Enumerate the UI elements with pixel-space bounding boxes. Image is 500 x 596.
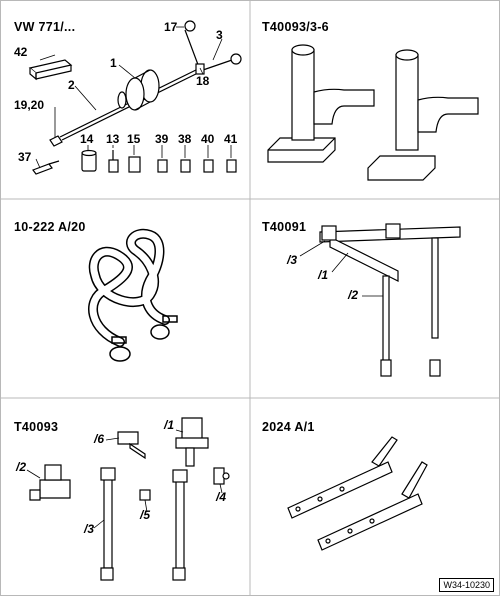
label-t40093-6: /6: [94, 432, 105, 446]
panel5-leader-lines: [26, 429, 223, 529]
label-19-20: 19,20: [14, 98, 45, 112]
label-40: 40: [201, 132, 215, 146]
label-t40091-1: /1: [318, 268, 329, 282]
support-bar-drawing: [319, 223, 461, 377]
label-t40093-2: /2: [16, 460, 27, 474]
label-15: 15: [127, 132, 141, 146]
label-t40091-2: /2: [348, 288, 359, 302]
label-17: 17: [164, 20, 178, 34]
label-18: 18: [196, 74, 210, 88]
label-39: 39: [155, 132, 169, 146]
label-2: 2: [68, 78, 75, 92]
t40093-parts-drawing: [29, 417, 230, 581]
panel4-leader-lines: [299, 240, 383, 297]
panel-title-t40093: T40093: [14, 420, 59, 434]
panel-title-vw771: VW 771/...: [14, 20, 76, 34]
label-38: 38: [178, 132, 192, 146]
reference-code: W34-10230: [439, 578, 494, 592]
hose-clamps: [109, 315, 178, 362]
bracket-drawing: [287, 436, 428, 551]
label-1: 1: [110, 56, 117, 70]
panel1-leader-lines: [35, 26, 232, 169]
panel-title-t40091: T40091: [262, 220, 307, 234]
label-42: 42: [14, 45, 28, 59]
label-t40093-1: /1: [164, 418, 175, 432]
label-t40093-3: /3: [84, 522, 95, 536]
label-t40091-3: /3: [287, 253, 298, 267]
label-41: 41: [224, 132, 238, 146]
panel-title-t40093-3-6: T40093/3-6: [262, 20, 329, 34]
label-3: 3: [216, 28, 223, 42]
panel-title-2024: 2024 A/1: [262, 420, 315, 434]
label-13: 13: [106, 132, 120, 146]
label-37: 37: [18, 150, 32, 164]
label-t40093-4: /4: [216, 490, 227, 504]
panel-title-10-222: 10-222 A/20: [14, 220, 86, 234]
hose-outline: [89, 230, 169, 346]
label-14: 14: [80, 132, 94, 146]
label-t40093-5: /5: [140, 508, 151, 522]
slide-hammer-drawing: [28, 20, 242, 175]
pillar-fixture-drawing: [267, 44, 479, 181]
